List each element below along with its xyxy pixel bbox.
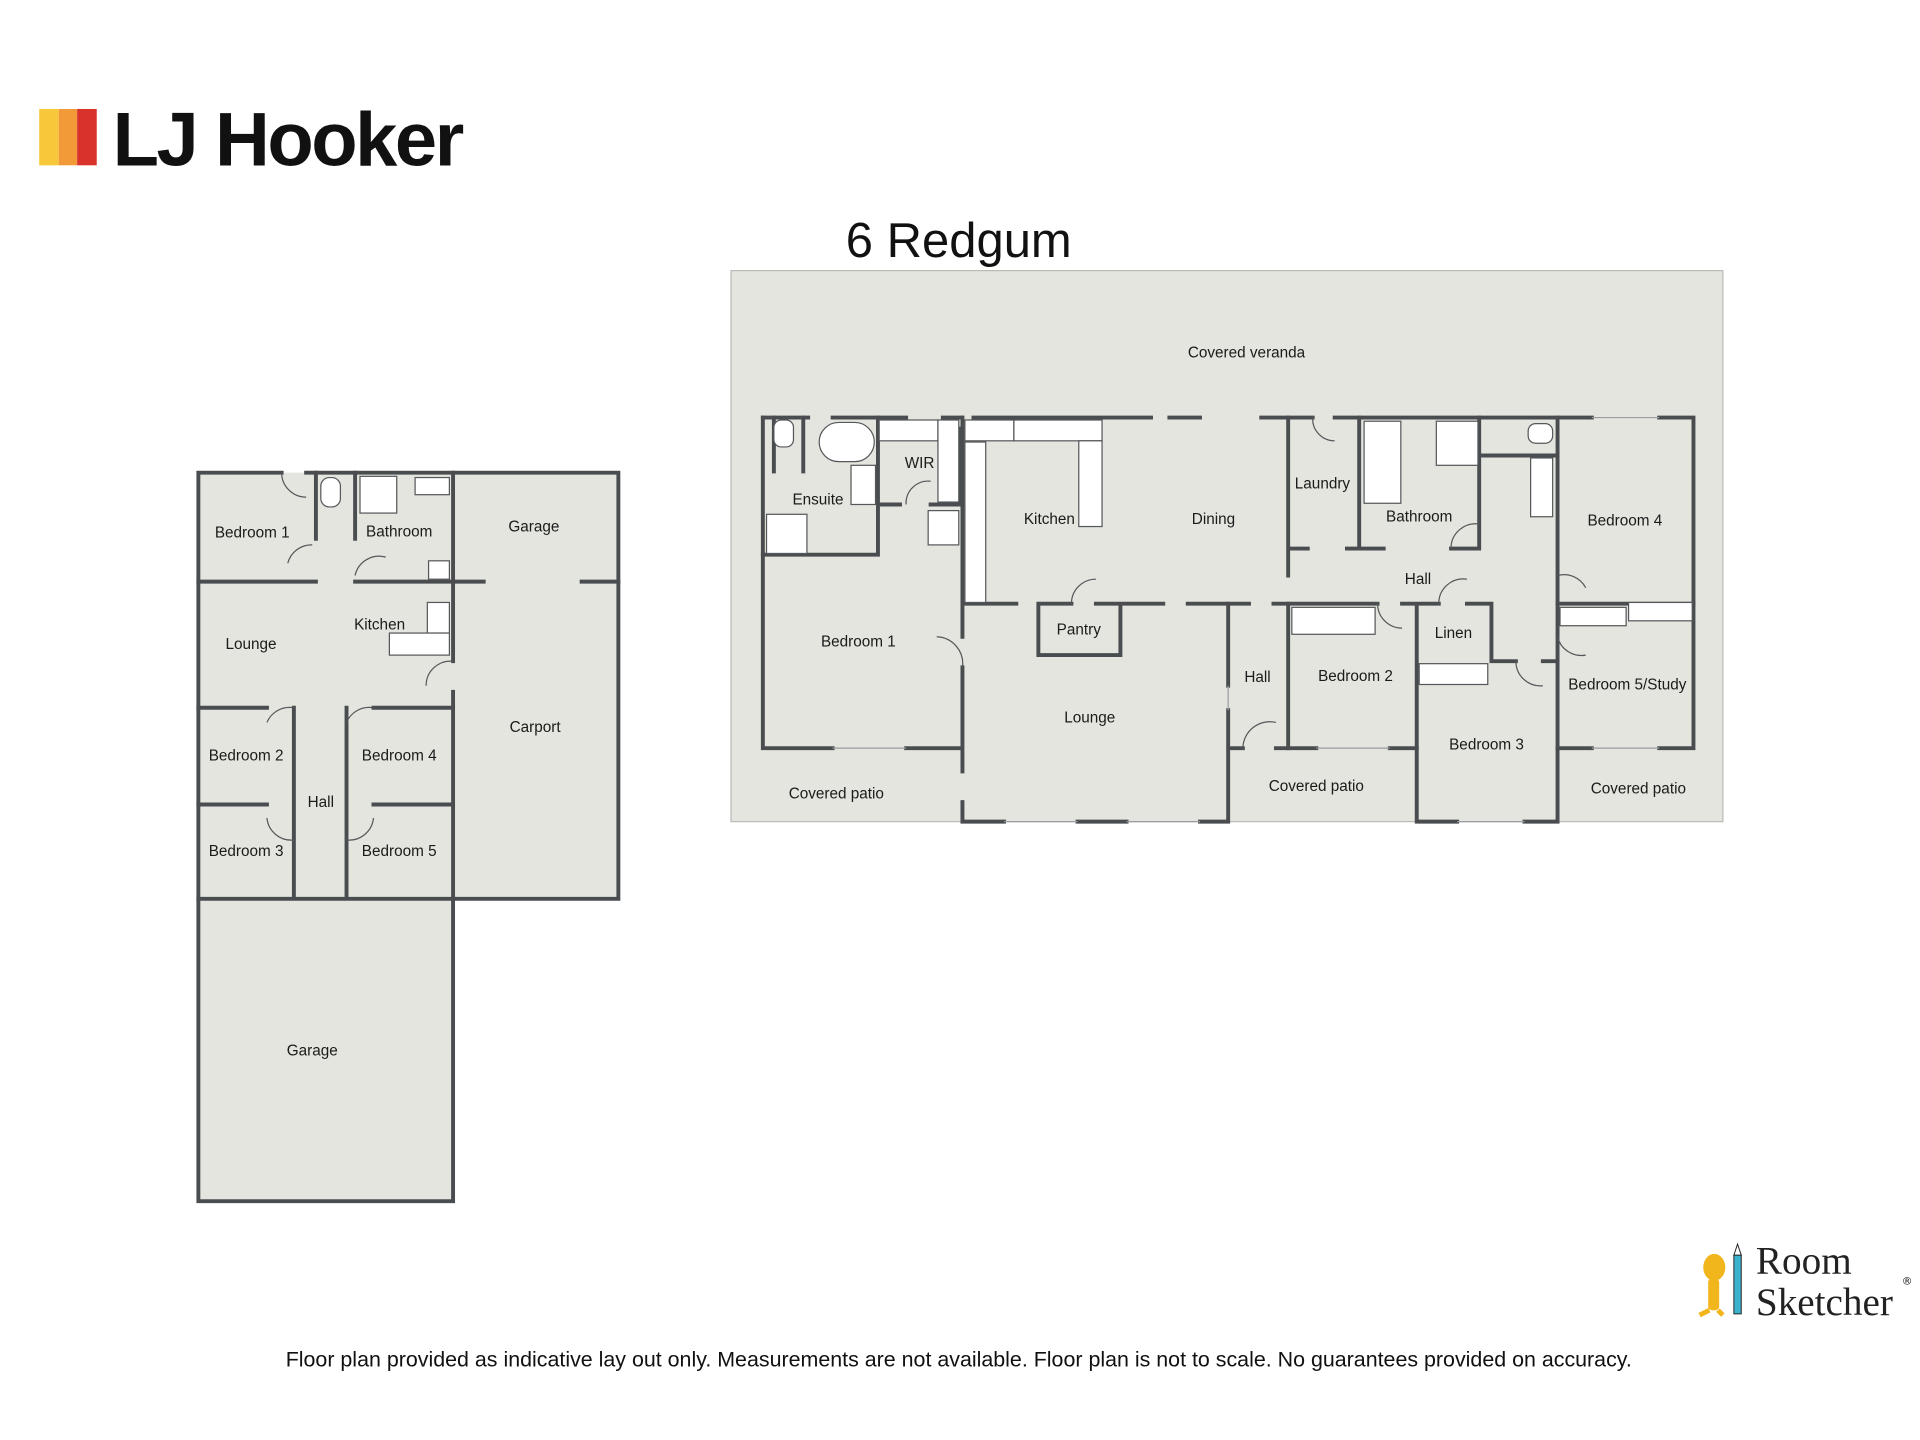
room-label: Bathroom	[366, 523, 432, 540]
room-label: Bedroom 5/Study	[1568, 676, 1687, 693]
room-label: Covered patio	[789, 785, 884, 802]
roomsketcher-logo: Room Sketcher ®	[1698, 1239, 1913, 1324]
registered-mark: ®	[1902, 1274, 1913, 1287]
room-label: Covered veranda	[1188, 345, 1306, 362]
room-label: Bedroom 4	[1587, 512, 1662, 529]
room-label: Linen	[1435, 625, 1472, 642]
room-label: Lounge	[225, 636, 276, 653]
room-label: Lounge	[1064, 709, 1115, 726]
logo-text: LJ Hooker	[113, 97, 464, 182]
mascot-icon	[1698, 1242, 1742, 1318]
page-title: 6 Redgum	[846, 214, 1072, 268]
room-label: Dining	[1192, 511, 1235, 528]
room-label: Hall	[308, 794, 334, 811]
logo-bar-orange	[58, 108, 78, 166]
room-label: Ensuite	[792, 491, 843, 508]
right-floor-plan: Covered veranda Ensuite WIR Kitchen Dini…	[730, 270, 1724, 824]
room-label: Garage	[287, 1043, 338, 1060]
roomsketcher-line1: Room	[1756, 1239, 1852, 1282]
lj-hooker-logo: LJ Hooker	[39, 97, 466, 182]
room-label: Bathroom	[1386, 509, 1452, 526]
room-label: Hall	[1244, 669, 1270, 686]
roomsketcher-line2: Sketcher	[1756, 1281, 1893, 1324]
room-label: Bedroom 1	[215, 525, 290, 542]
room-label: Bedroom 4	[362, 747, 437, 764]
room-label: Bedroom 2	[1318, 668, 1393, 685]
room-label: WIR	[905, 455, 935, 472]
room-label: Kitchen	[1024, 511, 1075, 528]
room-label: Bedroom 2	[209, 747, 284, 764]
room-label: Kitchen	[354, 616, 405, 633]
room-label: Garage	[508, 518, 559, 535]
room-label: Pantry	[1057, 621, 1102, 638]
room-label: Bedroom 3	[209, 843, 284, 860]
room-label: Covered patio	[1591, 780, 1686, 797]
room-label: Carport	[510, 719, 562, 736]
room-label: Bedroom 3	[1449, 736, 1524, 753]
logo-bar-red	[77, 108, 97, 166]
logo-bar-yellow	[39, 108, 59, 166]
disclaimer: Floor plan provided as indicative lay ou…	[286, 1348, 1632, 1372]
room-label: Laundry	[1295, 476, 1351, 493]
room-label: Bedroom 5	[362, 843, 437, 860]
left-floor-plan: Bedroom 1 Bathroom Garage Lounge Kitchen…	[196, 470, 621, 1204]
room-label: Covered patio	[1269, 778, 1364, 795]
room-label: Bedroom 1	[821, 634, 896, 651]
room-label: Hall	[1405, 571, 1431, 588]
